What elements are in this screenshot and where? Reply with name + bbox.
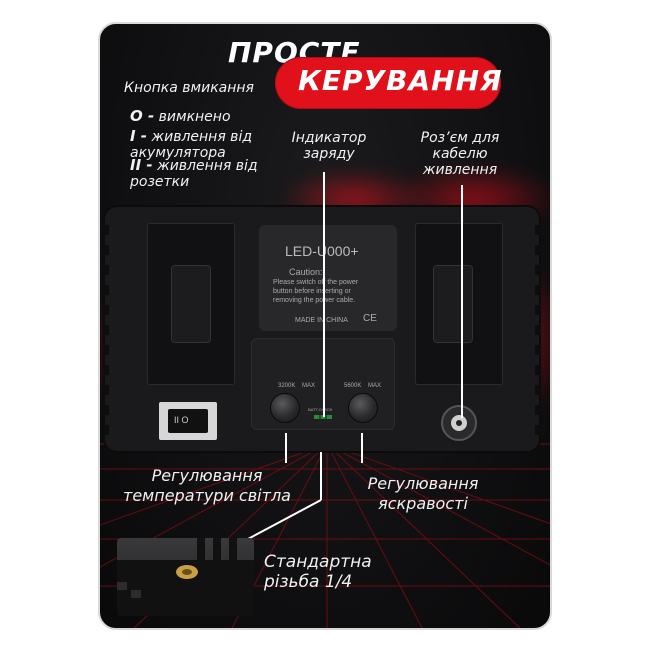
thread-mount-image xyxy=(117,538,254,616)
dc-jack-ring-icon xyxy=(451,415,467,431)
rocker-icon xyxy=(168,409,208,433)
pointer-charge xyxy=(323,172,325,417)
ce-mark: CE xyxy=(363,313,377,324)
headline-pill xyxy=(275,57,501,109)
caution-line-1: Please switch off the power xyxy=(273,279,359,286)
thread-label: Стандартна різьба 1/4 xyxy=(264,552,372,592)
led-panel-back: LED-U000+ Caution: Please switch off the… xyxy=(103,205,541,453)
knob-right-max: MAX xyxy=(368,383,382,389)
power-switch[interactable]: II O xyxy=(159,402,217,440)
off-symbol: O - xyxy=(130,107,155,125)
charge-indicator-label: Індикатор заряду xyxy=(291,130,367,162)
power-button-title: Кнопка вмикання xyxy=(124,80,254,96)
edge-ridges xyxy=(103,225,541,435)
knob-left-scale: 3200K xyxy=(278,383,296,389)
model-label-plate: LED-U000+ Caution: Please switch off the… xyxy=(259,225,397,331)
brightness-knob[interactable] xyxy=(348,393,378,423)
switch-marks: II O xyxy=(174,415,189,425)
model-name: LED-U000+ xyxy=(285,243,359,259)
pointer-thread-v xyxy=(320,452,322,500)
power-state-mains: II - живлення від розетки xyxy=(130,157,280,190)
batt-check-label: BATT.CHECK xyxy=(308,407,333,412)
power-connector-label: Роз’єм для кабелю живлення xyxy=(420,130,500,178)
mains-text: живлення від розетки xyxy=(130,158,258,190)
power-state-off: O - вимкнено xyxy=(130,108,231,125)
off-text: вимкнено xyxy=(158,109,231,125)
made-in-china: MADE IN CHINA xyxy=(295,317,348,324)
caution-line-2: button before inserting or xyxy=(273,288,351,295)
mains-symbol: II - xyxy=(130,156,153,174)
dc-pin-icon xyxy=(456,420,462,426)
headline-line2: КЕРУВАННЯ xyxy=(298,64,503,97)
battery-led-icon xyxy=(314,415,332,419)
battery-text: живлення від акумулятора xyxy=(130,129,253,161)
pointer-connector xyxy=(461,185,463,418)
pointer-temp xyxy=(285,433,287,463)
caution-line-3: removing the power cable. xyxy=(273,297,356,304)
color-temperature-label: Регулювання температури світла xyxy=(123,466,291,505)
color-temperature-knob[interactable] xyxy=(270,393,300,423)
knob-right-scale: 5600K xyxy=(344,383,362,389)
caution-title: Caution: xyxy=(289,267,323,277)
knob-left-max: MAX xyxy=(302,383,316,389)
battery-sticker-right xyxy=(433,265,473,343)
battery-symbol: I - xyxy=(130,127,148,145)
battery-sticker-left xyxy=(171,265,211,343)
dc-power-jack[interactable] xyxy=(441,405,477,441)
brightness-label: Регулювання яскравості xyxy=(367,474,479,513)
power-state-battery: I - живлення від акумулятора xyxy=(130,128,280,161)
pointer-bright xyxy=(361,433,363,463)
thread-mount-closeup xyxy=(117,538,254,616)
